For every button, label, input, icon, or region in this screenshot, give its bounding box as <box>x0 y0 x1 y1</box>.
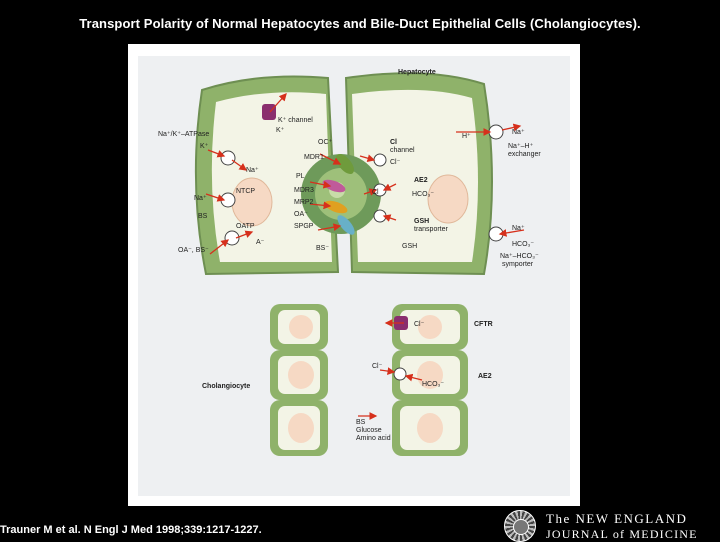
chol-nucleus <box>418 315 442 339</box>
label-mrp2: MRP2 <box>294 199 314 206</box>
label-hco3-chol: HCO₃⁻ <box>422 381 444 388</box>
label-bs-minus: BS⁻ <box>316 245 329 252</box>
label-na-plus-symp: Na⁺ <box>512 225 525 232</box>
label-ntcp: NTCP <box>236 188 255 195</box>
label-glucose: Glucose <box>356 427 382 434</box>
label-na-plus-exch: Na⁺ <box>512 129 525 136</box>
cl-channel-icon <box>373 153 387 167</box>
label-gsh-transporter-2: transporter <box>414 226 449 233</box>
label-amino-acid: Amino acid <box>356 435 391 442</box>
ae2-cholangiocyte-icon <box>393 367 407 381</box>
label-hco3-ae2: HCO₃⁻ <box>412 191 434 198</box>
label-hepatocyte: Hepatocyte <box>398 69 436 76</box>
transport-arrows <box>205 93 525 255</box>
label-a-minus: A⁻ <box>256 239 265 246</box>
left-hepatocyte-nucleus <box>231 177 273 227</box>
chol-nucleus <box>288 413 314 443</box>
journal-name-line1: The NEW ENGLAND <box>546 511 688 526</box>
label-ae2-hep: AE2 <box>414 177 428 184</box>
label-h-plus: H⁺ <box>462 133 471 140</box>
label-oc-plus: OC⁺ <box>318 139 333 146</box>
label-na-k-atpase: Na⁺/K⁺–ATPase <box>158 131 209 138</box>
chol-nucleus <box>417 413 443 443</box>
journal-name-line2: JOURNAL of MEDICINE <box>546 527 698 541</box>
journal-seal-icon <box>504 510 536 542</box>
chol-nucleus <box>288 361 314 389</box>
label-oa-minus: OA⁻ <box>294 211 308 218</box>
label-na-hco3-symporter-2: symporter <box>502 261 534 268</box>
label-cl-channel-2: channel <box>390 147 415 154</box>
label-bs-ntcp: BS <box>198 213 208 220</box>
figure-panel: Hepatocyte K⁺ channel K⁺ Na⁺/K⁺–ATPase K… <box>128 44 580 506</box>
chol-nucleus <box>417 361 443 389</box>
label-spgp: SPGP <box>294 223 314 230</box>
label-cl-minus-channel: Cl⁻ <box>390 159 401 166</box>
right-hepatocyte-nucleus <box>427 174 469 224</box>
label-oa-bs: OA⁻, BS⁻ <box>178 247 209 254</box>
label-pl: PL <box>296 173 305 180</box>
label-gsh: GSH <box>402 243 417 250</box>
label-mdr3: MDR3 <box>294 187 314 194</box>
label-na-h-exchanger-1: Na⁺–H⁺ <box>508 143 534 150</box>
label-cftr: CFTR <box>474 321 493 328</box>
label-cholangiocyte: Cholangiocyte <box>202 383 250 390</box>
label-cl-ae2-chol: Cl⁻ <box>372 363 383 370</box>
label-oatp: OATP <box>236 223 255 230</box>
label-k-channel: K⁺ channel <box>278 117 313 124</box>
page-title: Transport Polarity of Normal Hepatocytes… <box>79 16 641 31</box>
label-gsh-transporter-1: GSH <box>414 218 429 225</box>
label-na-plus-ntcp: Na⁺ <box>194 195 207 202</box>
label-na-h-exchanger-2: exchanger <box>508 151 541 158</box>
na-k-atpase-icon <box>220 150 236 166</box>
label-cl-cftr: Cl⁻ <box>414 321 425 328</box>
label-mdr1: MDR1 <box>304 154 324 161</box>
label-k-plus-left: K⁺ <box>200 143 209 150</box>
label-bs-chol: BS <box>356 419 366 426</box>
label-cl-ae2: Cl <box>372 189 379 196</box>
label-hco3-symp: HCO₃⁻ <box>512 241 534 248</box>
journal-logo: The NEW ENGLAND JOURNAL of MEDICINE <box>504 508 716 542</box>
transport-diagram: Hepatocyte K⁺ channel K⁺ Na⁺/K⁺–ATPase K… <box>138 56 570 496</box>
label-ae2-chol: AE2 <box>478 373 492 380</box>
label-na-hco3-symporter-1: Na⁺–HCO₃⁻ <box>500 253 539 260</box>
na-h-exchanger-icon <box>488 124 504 140</box>
cholangiocyte-layer <box>270 304 468 456</box>
label-cl-channel-1: Cl <box>390 139 397 146</box>
citation: Trauner M et al. N Engl J Med 1998;339:1… <box>0 524 262 536</box>
spgp-icon <box>337 215 355 235</box>
chol-nucleus <box>289 315 313 339</box>
chol-arrows <box>358 319 423 420</box>
k-channel-icon <box>262 104 276 120</box>
label-na-plus-atpase: Na⁺ <box>246 167 259 174</box>
label-k-plus-top: K⁺ <box>276 127 285 134</box>
